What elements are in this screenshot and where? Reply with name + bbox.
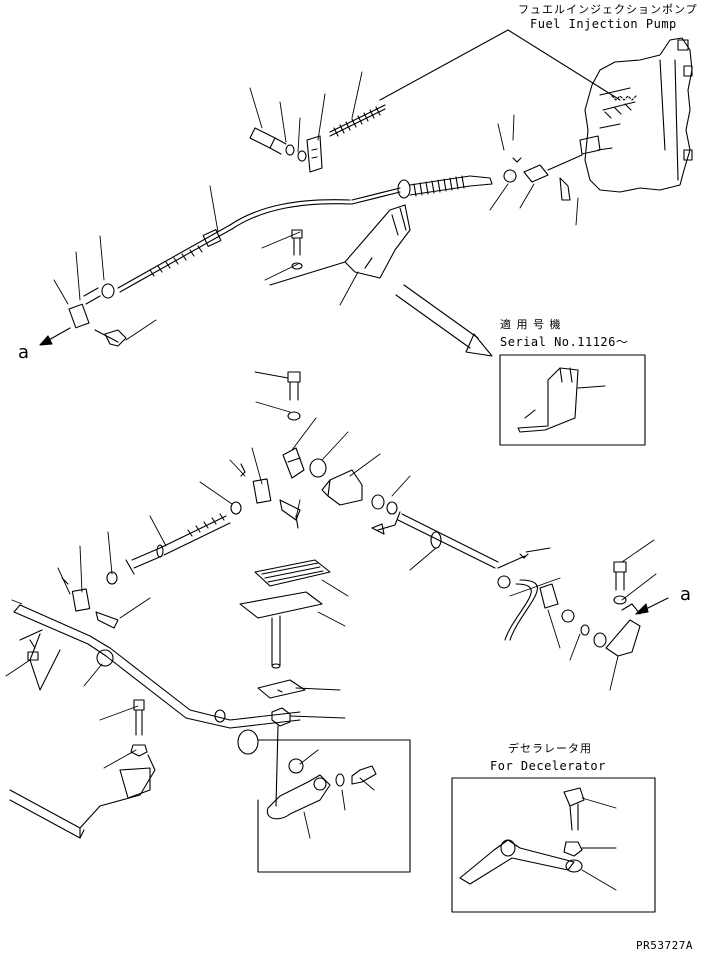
pump-label-jp: フュエルインジェクションポンプ bbox=[518, 3, 698, 16]
right-linkage bbox=[497, 553, 641, 657]
serial-box bbox=[499, 354, 646, 446]
callout-a-right: a bbox=[680, 584, 692, 605]
pump-leader bbox=[507, 29, 621, 101]
pump-label-en: Fuel Injection Pump bbox=[530, 17, 677, 31]
decelerator-box bbox=[451, 777, 656, 913]
decelerator-label-en: For Decelerator bbox=[490, 759, 606, 773]
drawing-number: PR53727A bbox=[636, 939, 693, 952]
lever-box bbox=[257, 725, 411, 873]
fuel-injection-pump bbox=[579, 37, 693, 193]
serial-label-en: Serial No.11126～ bbox=[500, 335, 629, 349]
upper-cable bbox=[83, 104, 493, 305]
callout-a-arrow-right bbox=[635, 597, 669, 615]
decelerator-label-jp: デセラレータ用 bbox=[508, 742, 592, 755]
left-clevis bbox=[68, 303, 127, 347]
cable-bracket bbox=[269, 204, 411, 286]
middle-linkage bbox=[125, 371, 499, 575]
pedal-assembly bbox=[239, 559, 331, 699]
lower-mid-parts bbox=[237, 707, 304, 774]
top-small-parts bbox=[249, 127, 323, 173]
leader-lines bbox=[5, 71, 657, 891]
serial-label-jp: 適 用 号 機 bbox=[500, 318, 562, 331]
serial-arrow bbox=[395, 284, 493, 357]
callout-a-arrow-left bbox=[39, 327, 71, 346]
callout-a-left: a bbox=[18, 342, 30, 363]
lower-frame bbox=[9, 571, 301, 839]
pump-lever-parts bbox=[503, 154, 583, 201]
